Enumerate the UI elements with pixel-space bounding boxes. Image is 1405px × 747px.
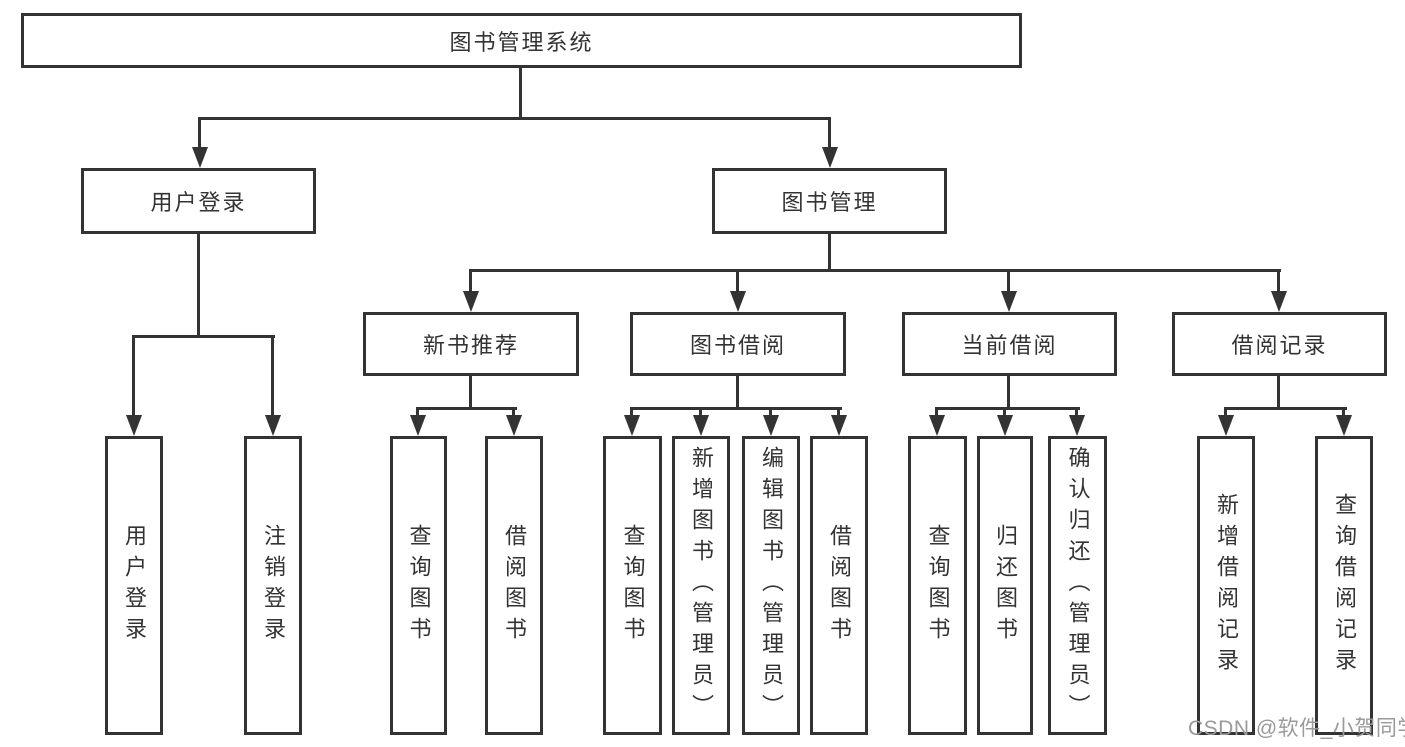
connector-line xyxy=(935,407,938,417)
connector-line xyxy=(1342,407,1345,417)
connector-line xyxy=(197,234,200,337)
arrow-head-icon xyxy=(1336,415,1352,436)
leaf-query-books-current: 查询图书 xyxy=(908,436,967,735)
node-book-management: 图书管理 xyxy=(712,168,947,234)
arrow-head-icon xyxy=(730,291,746,312)
connector-line xyxy=(828,117,831,149)
arrow-head-icon xyxy=(463,291,479,312)
leaf-add-borrow-record: 新增借阅记录 xyxy=(1197,436,1255,735)
connector-line xyxy=(837,407,840,417)
arrow-head-icon xyxy=(822,147,838,168)
leaf-borrow-books-recommend: 借阅图书 xyxy=(485,436,543,735)
connector-line xyxy=(469,269,472,293)
arrow-head-icon xyxy=(1271,291,1287,312)
leaf-return-books: 归还图书 xyxy=(977,436,1033,735)
connector-line xyxy=(519,68,522,119)
node-book-borrowing: 图书借阅 xyxy=(630,312,846,376)
node-new-book-recommendation: 新书推荐 xyxy=(363,312,579,376)
connector-line xyxy=(1007,376,1010,409)
arrow-head-icon xyxy=(192,147,208,168)
leaf-confirm-return-admin: 确认归还（管理员） xyxy=(1048,436,1107,735)
connector-line xyxy=(935,407,1080,410)
connector-line xyxy=(469,376,472,409)
arrow-head-icon xyxy=(126,415,142,436)
connector-line xyxy=(1075,407,1078,417)
arrow-head-icon xyxy=(506,415,522,436)
leaf-query-books-borrow: 查询图书 xyxy=(603,436,662,735)
leaf-logout: 注销登录 xyxy=(244,436,302,735)
node-borrowing-records: 借阅记录 xyxy=(1172,312,1387,376)
arrow-head-icon xyxy=(997,415,1013,436)
leaf-add-books-admin: 新增图书（管理员） xyxy=(672,436,730,735)
node-current-borrowing: 当前借阅 xyxy=(902,312,1117,376)
connector-line xyxy=(1007,269,1010,293)
node-library-management-system: 图书管理系统 xyxy=(21,13,1022,68)
arrow-head-icon xyxy=(1001,291,1017,312)
leaf-edit-books-admin: 编辑图书（管理员） xyxy=(742,436,800,735)
connector-line xyxy=(198,117,201,149)
node-user-login: 用户登录 xyxy=(81,168,316,234)
arrow-head-icon xyxy=(929,415,945,436)
connector-line xyxy=(1224,407,1347,410)
arrow-head-icon xyxy=(410,415,426,436)
connector-line xyxy=(1277,376,1280,409)
connector-line xyxy=(132,335,135,417)
connector-line xyxy=(736,376,739,409)
arrow-head-icon xyxy=(265,415,281,436)
watermark: CSDN @软件_小贺同学 xyxy=(1188,717,1405,740)
connector-line xyxy=(271,335,274,417)
connector-line xyxy=(769,407,772,417)
connector-line xyxy=(512,407,515,417)
connector-line xyxy=(469,269,1281,272)
connector-line xyxy=(630,407,633,417)
leaf-user-login: 用户登录 xyxy=(105,436,163,735)
connector-line xyxy=(1277,269,1280,293)
leaf-query-books-recommend: 查询图书 xyxy=(390,436,447,735)
connector-line xyxy=(828,234,831,271)
connector-line xyxy=(699,407,702,417)
leaf-query-borrow-record: 查询借阅记录 xyxy=(1315,436,1373,735)
connector-line xyxy=(416,407,419,417)
connector-line xyxy=(736,269,739,293)
arrow-head-icon xyxy=(624,415,640,436)
leaf-borrow-books: 借阅图书 xyxy=(810,436,868,735)
connector-line xyxy=(630,407,842,410)
arrow-head-icon xyxy=(1218,415,1234,436)
connector-line xyxy=(198,117,831,120)
connector-line xyxy=(132,335,275,338)
arrow-head-icon xyxy=(1069,415,1085,436)
connector-line xyxy=(1003,407,1006,417)
connector-line xyxy=(416,407,517,410)
connector-line xyxy=(1224,407,1227,417)
arrow-head-icon xyxy=(831,415,847,436)
arrow-head-icon xyxy=(763,415,779,436)
arrow-head-icon xyxy=(693,415,709,436)
